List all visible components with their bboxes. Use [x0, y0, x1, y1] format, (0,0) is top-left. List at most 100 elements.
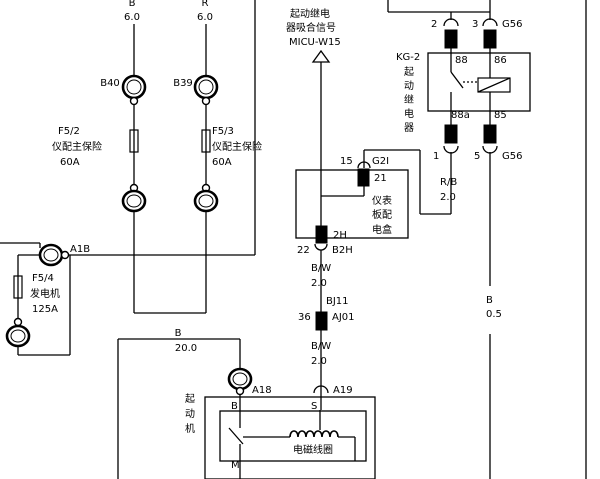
wire-r-right-name: R [202, 0, 209, 9]
fuse-f53-lower-ring [193, 189, 219, 213]
connector-g2i-block [357, 168, 370, 187]
pin-2-top: 2 [431, 19, 437, 30]
fuse-f54-id: F5/4 [32, 273, 54, 284]
starter-pin-m: M [231, 460, 240, 471]
connector-b40-ring-inner [126, 79, 142, 95]
pin-2h: 2H [333, 230, 347, 241]
pin-22: 22 [297, 245, 310, 256]
relay-pin-88: 88 [455, 55, 468, 66]
wire-b-left-name: B [129, 0, 136, 9]
wire-b-main-size: 20.0 [175, 343, 197, 354]
connector-bj11-label: BJ11 [326, 296, 349, 307]
starter-name-1: 起 [185, 393, 195, 405]
relay-switch-contact [450, 71, 464, 89]
connector-a18-ring [227, 367, 253, 391]
relay-box [427, 52, 531, 112]
wire-rb-name: R/B [440, 177, 457, 188]
pin-5-bottom: 5 [474, 151, 480, 162]
fuse-f54-name: 发电机 [30, 287, 60, 300]
connector-g56-top-block-2 [483, 29, 497, 49]
connector-bj11-block [315, 311, 328, 331]
starter-pin-s: S [311, 401, 317, 412]
wire-b-left-size: 6.0 [124, 12, 140, 23]
wire-bw-1-size: 2.0 [311, 278, 327, 289]
relay-name-5: 器 [404, 122, 414, 134]
fuse-f54-lower-pin [13, 317, 23, 327]
wire-b-right-name: B [486, 295, 493, 306]
connector-g56-top-arc-2 [482, 18, 498, 27]
connector-a18-pin [235, 386, 245, 396]
fuse-f54-rating: 125A [32, 304, 58, 315]
wire-bw-1-name: B/W [311, 263, 331, 274]
pin-3-top: 3 [472, 19, 478, 30]
pin-21: 21 [374, 173, 387, 184]
starter-name-3: 机 [185, 422, 195, 435]
connector-g56-top-block-1 [444, 29, 458, 49]
connector-b39-pin [201, 96, 211, 106]
relay-coil-diagonal [477, 77, 511, 93]
starter-inner-box [219, 410, 367, 462]
fuse-f52-lower-ring [121, 189, 147, 213]
solenoid-coil [289, 430, 339, 438]
connector-g56-top-label: G56 [502, 19, 522, 30]
wire-b-right-size: 0.5 [486, 309, 502, 320]
connector-b40-label: B40 [100, 78, 120, 89]
connector-g56-bottom-arc-2 [482, 145, 498, 154]
fuse-f52-lower-ring-inner [126, 194, 142, 208]
fuse-f52-id: F5/2 [58, 126, 80, 137]
connector-aj01-label: AJ01 [332, 312, 355, 323]
connector-b40-ring [121, 74, 147, 100]
starter-switch-contact [228, 427, 244, 445]
pin-36: 36 [298, 312, 311, 323]
wire-r-right-size: 6.0 [197, 12, 213, 23]
connector-g56-bottom-arc-1 [443, 145, 459, 154]
panel-box-name-2: 板配 [372, 208, 392, 221]
connector-g56-bottom-block-2 [483, 124, 497, 144]
connector-a1b-ring [38, 243, 64, 267]
fuse-f53-rating: 60A [212, 157, 232, 168]
signal-line-2: 器吸合信号 [286, 21, 336, 34]
connector-a18-ring-inner [232, 372, 248, 386]
signal-line-3: MICU-W15 [289, 37, 341, 48]
connector-g56-bottom-label: G56 [502, 151, 522, 162]
relay-id: KG-2 [396, 52, 420, 63]
relay-pin-86: 86 [494, 55, 507, 66]
connector-a1b-ring-inner [43, 248, 59, 262]
panel-box [295, 169, 409, 239]
relay-pin-88a: 88a [451, 110, 470, 121]
wire-bw-2-name: B/W [311, 341, 331, 352]
connector-a19-label: A19 [333, 385, 353, 396]
fuse-f52-rating: 60A [60, 157, 80, 168]
wire-b-main-name: B [175, 328, 182, 339]
connector-a1b-label: A1B [70, 244, 90, 255]
fuse-f52-name: 仪配主保险 [52, 140, 102, 153]
fuse-f53-id: F5/3 [212, 126, 234, 137]
starter-housing [204, 396, 376, 479]
relay-pin-85: 85 [494, 110, 507, 121]
connector-b2h-arc [314, 243, 328, 251]
relay-name-4: 电 [404, 107, 414, 120]
fuse-f53-lower-ring-inner [198, 194, 214, 208]
signal-arrow-icon [311, 49, 331, 63]
relay-name-1: 起 [404, 66, 414, 78]
pin-1-bottom: 1 [433, 151, 439, 162]
fuse-f54-lower-ring [5, 324, 31, 348]
starter-name-2: 动 [185, 408, 195, 420]
connector-g2i-label: G2I [372, 156, 389, 167]
signal-line-1: 起动继电 [290, 7, 330, 20]
connector-b39-label: B39 [173, 78, 193, 89]
connector-g56-bottom-block-1 [444, 124, 458, 144]
panel-box-name-1: 仪表 [372, 194, 392, 207]
connector-b2h-label: B2H [332, 245, 353, 256]
connector-g56-top-arc-1 [443, 18, 459, 27]
connector-b39-ring [193, 74, 219, 100]
connector-a1b-pin [60, 250, 70, 260]
fuse-f53-name: 仪配主保险 [212, 140, 262, 153]
pin-15: 15 [340, 156, 353, 167]
wire-bw-2-size: 2.0 [311, 356, 327, 367]
starter-pin-b: B [231, 401, 238, 412]
connector-b39-ring-inner [198, 79, 214, 95]
connector-b40-pin [129, 96, 139, 106]
wire-rb-size: 2.0 [440, 192, 456, 203]
